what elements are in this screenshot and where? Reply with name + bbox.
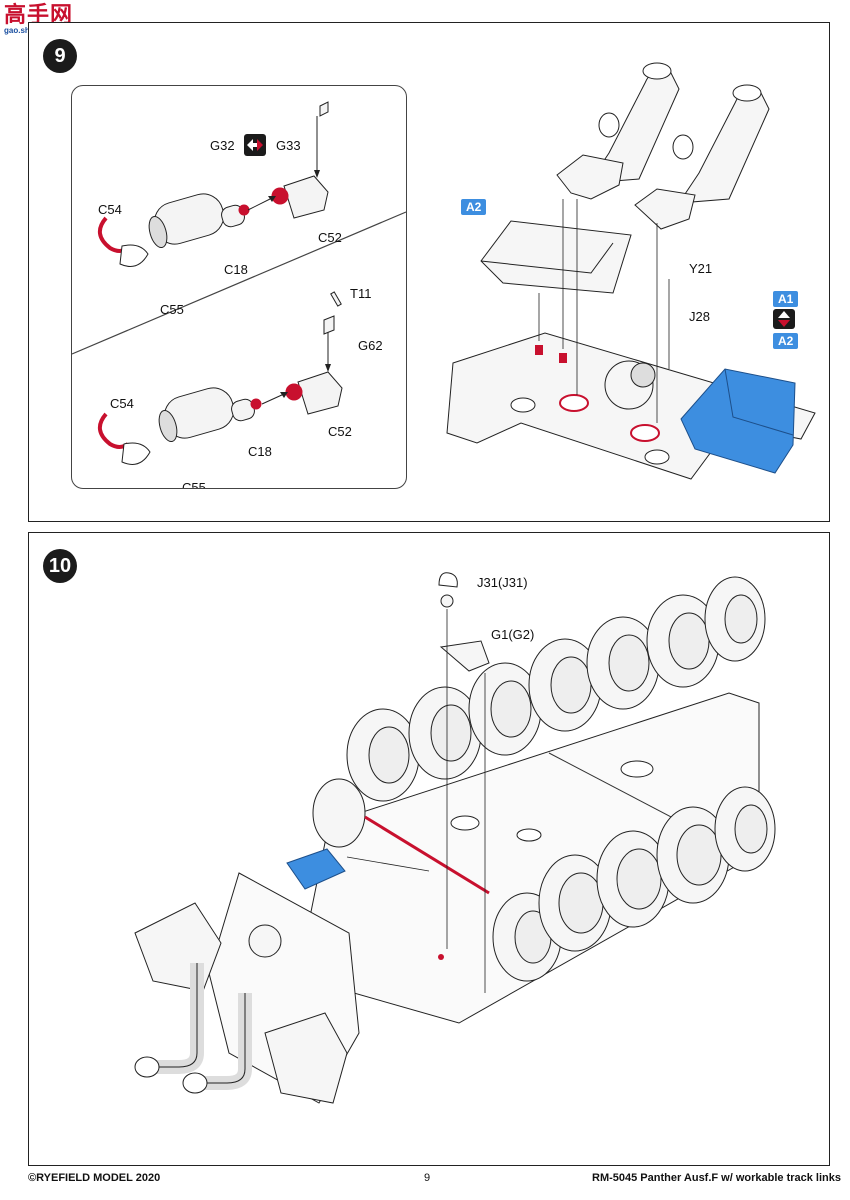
step-number-badge: 10	[43, 549, 77, 583]
part-label-g32: G32	[210, 138, 235, 153]
part-label-g62: G62	[358, 338, 383, 353]
part-label-c54-lower: C54	[110, 396, 134, 411]
watermark-text: 高手网	[4, 2, 74, 27]
part-label-t11: T11	[350, 286, 372, 301]
part-label-c18-lower: C18	[248, 444, 272, 459]
part-label-c52: C52	[318, 230, 342, 245]
part-label-c54: C54	[98, 202, 122, 217]
step-10-panel: 10	[28, 532, 830, 1166]
part-label-y21: Y21	[689, 261, 713, 276]
exhaust-subassembly-inset: G32 G33 C54 C52 C18 C55 T11 G62 C54 C52 …	[71, 85, 407, 489]
hull-assembly-diagram	[134, 572, 776, 1104]
part-label-c18: C18	[224, 262, 248, 277]
part-label-j28: J28	[689, 309, 710, 324]
step-number-badge: 9	[43, 39, 77, 73]
upper-road-wheels	[346, 576, 766, 802]
engine-deck-diagram	[446, 62, 816, 480]
part-label-g33: G33	[276, 138, 301, 153]
footer-page-number: 9	[424, 1172, 431, 1184]
footer-product: RM-5045 Panther Ausf.F w/ workable track…	[592, 1172, 842, 1184]
a1-part-label: A1	[773, 291, 799, 307]
part-label-j31: J31(J31)	[477, 575, 528, 590]
part-label-c55: C55	[160, 302, 184, 317]
swap-arrow-icon	[773, 309, 795, 329]
part-label-g1: G1(G2)	[491, 627, 535, 642]
part-label-c55-lower: C55	[182, 480, 206, 489]
alternative-arrow-icon	[244, 134, 266, 156]
inset-diagram	[72, 101, 406, 465]
lower-road-wheels	[492, 786, 776, 982]
part-label-c52-lower: C52	[328, 424, 352, 439]
footer-copyright: ©RYEFIELD MODEL 2020	[28, 1172, 161, 1184]
step-9-panel: 9	[28, 22, 830, 522]
upper-exhaust-assembly	[98, 101, 329, 267]
a2-alt-part-label: A2	[773, 333, 799, 349]
lower-exhaust-assembly	[98, 291, 343, 465]
a2-part-label: A2	[461, 199, 487, 215]
